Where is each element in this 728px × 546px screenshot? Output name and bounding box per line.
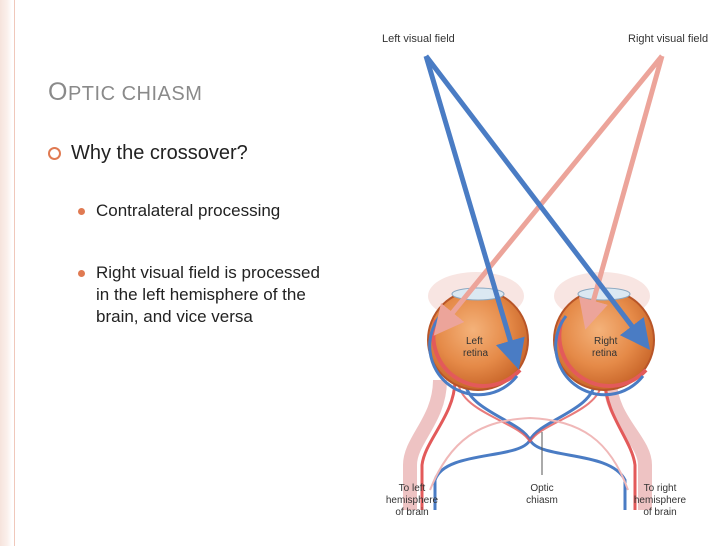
optic-chiasm-diagram: Left visual field Right visual field Lef…	[382, 33, 708, 518]
chiasm-label-2: chiasm	[526, 495, 558, 506]
left-eye	[427, 272, 529, 397]
slide-title: Optic chiasm	[48, 78, 202, 107]
dot-bullet-icon	[78, 208, 85, 215]
left-field-ray-to-left-eye	[423, 55, 525, 370]
right-visual-field-label: Right visual field	[628, 33, 708, 45]
bullet-contralateral: Contralateral processing	[78, 200, 280, 222]
right-retina-label-1: Right	[594, 336, 618, 347]
title-initial: O	[48, 78, 68, 106]
to-left-label-3: of brain	[395, 507, 428, 518]
bullet-text: Contralateral processing	[96, 201, 281, 220]
optic-nerve-tracts	[403, 379, 652, 510]
dot-bullet-icon	[78, 270, 85, 277]
bullet-why-crossover: Why the crossover?	[48, 142, 248, 165]
ring-bullet-icon	[48, 147, 61, 160]
bullet-text: Why the crossover?	[71, 142, 248, 164]
left-retina-label-2: retina	[463, 348, 488, 359]
right-field-ray-to-right-eye	[578, 55, 665, 330]
to-right-label-1: To right	[644, 483, 677, 494]
chiasm-label-1: Optic	[530, 483, 553, 494]
left-visual-field-label: Left visual field	[382, 33, 455, 45]
to-left-label-1: To left	[399, 483, 426, 494]
bullet-right-visual-field: Right visual field is processed in the l…	[78, 262, 336, 328]
right-retina-label-2: retina	[592, 348, 617, 359]
to-left-label-2: hemisphere	[386, 495, 439, 506]
title-rest: ptic chiasm	[67, 83, 203, 105]
to-right-label-2: hemisphere	[634, 495, 687, 506]
bullet-text: Right visual field is processed in the l…	[96, 263, 320, 326]
slide-left-border	[0, 0, 12, 546]
visual-field-rays	[423, 54, 665, 370]
left-field-ray-to-right-eye	[424, 54, 651, 350]
slide-left-rule	[14, 0, 15, 546]
right-field-ray-to-left-eye	[433, 54, 664, 336]
left-retina-label-1: Left	[466, 336, 483, 347]
to-right-label-3: of brain	[643, 507, 676, 518]
